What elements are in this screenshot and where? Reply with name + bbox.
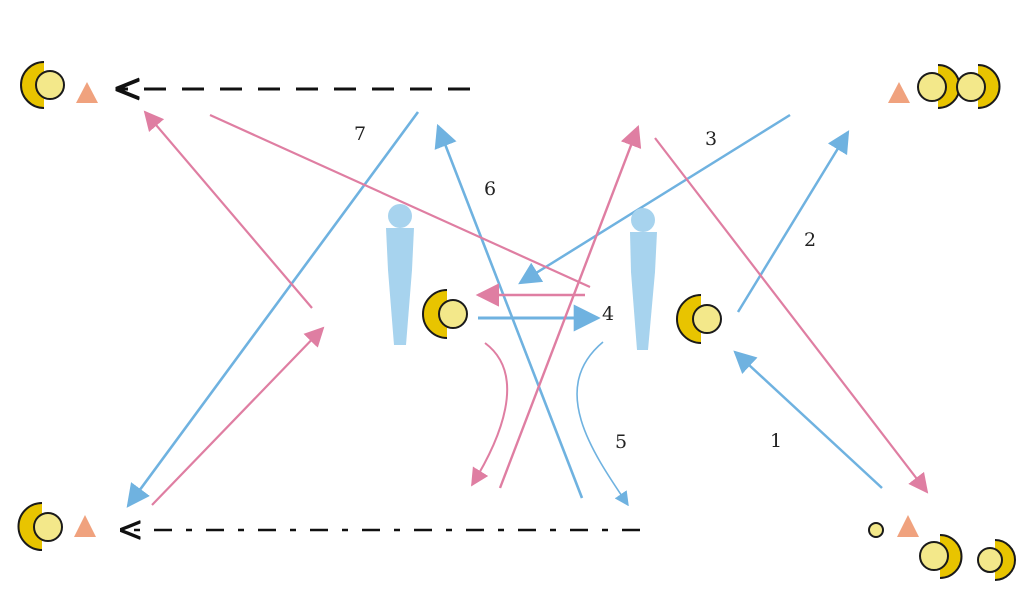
cone-bottom-left: [74, 515, 96, 537]
pink-curve-down: [471, 342, 509, 487]
step-label-7: 7: [354, 123, 366, 145]
blue-arrow-step-1: [733, 350, 883, 489]
ball-top-left: [20, 61, 65, 109]
blue-arrow-step-3: [518, 113, 791, 285]
ball-bottom-left: [17, 502, 63, 551]
blue-curve-step-5: [576, 341, 629, 507]
pink-diagonal-long: [209, 113, 591, 289]
blue-arrow-step-2: [736, 130, 850, 313]
ball-top-right-2: [956, 64, 1001, 109]
pink-arrow-step-3: [654, 137, 929, 494]
step-label-4: 4: [602, 303, 614, 325]
step-label-2: 2: [804, 229, 816, 251]
pink-arrow-up-right: [498, 124, 642, 489]
player-figure-right: [630, 208, 657, 350]
ball-bottom-right-2: [977, 539, 1016, 581]
ball-top-right-1: [917, 64, 961, 109]
player-figure-left: [386, 204, 414, 345]
step-label-3: 3: [705, 128, 717, 150]
blue-arrow-step-7: [126, 111, 420, 508]
step-label-1: 1: [770, 430, 782, 452]
cone-top-right: [888, 82, 910, 103]
cone-bottom-right: [897, 515, 919, 537]
blue-arrow-step-6: [434, 123, 584, 499]
ball-center-left: [422, 289, 468, 339]
ball-bottom-right-1: [919, 534, 963, 579]
pink-arrow-bottom-left: [151, 326, 325, 506]
step-label-6: 6: [484, 178, 496, 200]
ball-center-right: [676, 294, 722, 344]
ball-bottom-right-small: [868, 522, 884, 538]
pink-arrow-top-left: [143, 110, 313, 309]
step-label-5: 5: [615, 431, 627, 453]
cone-top-left: [76, 82, 98, 103]
